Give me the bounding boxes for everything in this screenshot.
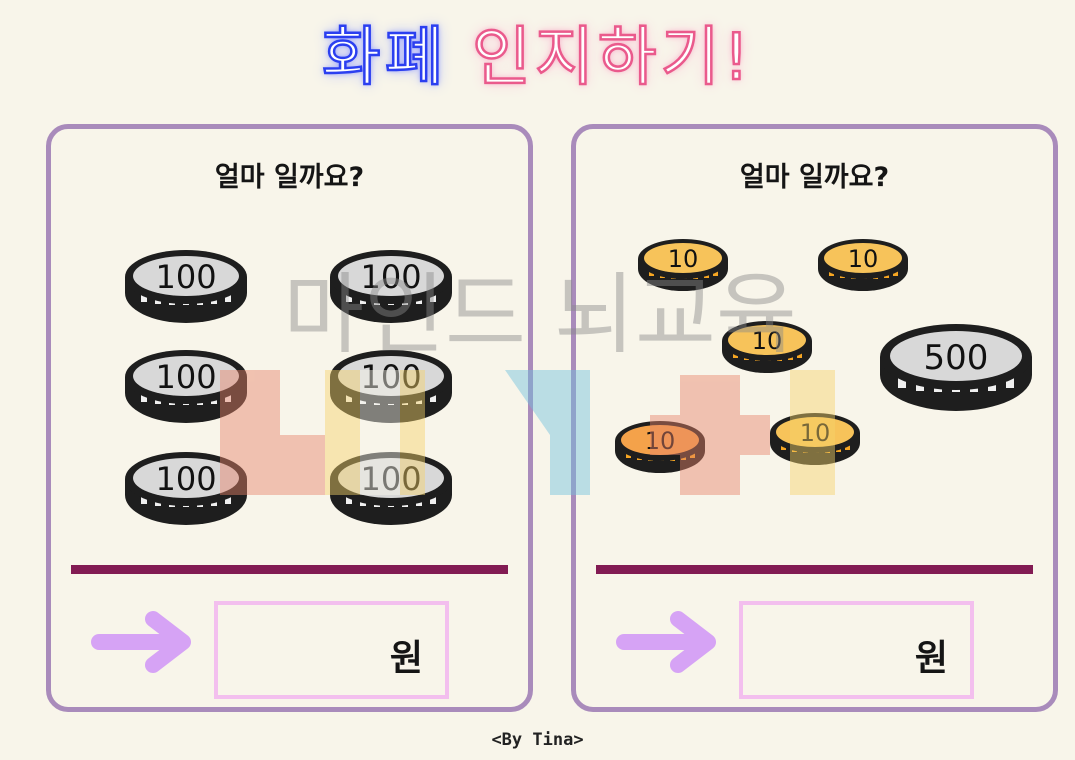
coin-group-right: 10 10 10 — [615, 239, 1032, 473]
coin-10: 10 — [638, 239, 728, 291]
coin-group-left: 100 100 100 — [125, 250, 452, 525]
coin-500: 500 — [880, 324, 1032, 411]
coin-100: 100 — [125, 250, 247, 323]
question-card-left: 얼마 일까요? 100 10 — [46, 124, 533, 712]
answer-input-box[interactable]: 원 — [739, 601, 974, 699]
divider-line — [71, 565, 508, 574]
coin-label: 10 — [645, 427, 676, 455]
title-part-currency: 화폐 — [321, 20, 448, 97]
question-text: 얼마 일까요? — [739, 162, 890, 193]
coin-label: 10 — [668, 245, 699, 273]
unit-won-label: 원 — [914, 638, 948, 679]
question-card-right: 얼마 일까요? 10 10 — [571, 124, 1058, 712]
question-text: 얼마 일까요? — [214, 162, 365, 193]
coin-label: 10 — [752, 327, 783, 355]
coin-100: 100 — [330, 250, 452, 323]
unit-won-label: 원 — [389, 638, 423, 679]
coin-label: 10 — [848, 245, 879, 273]
arrow-right-icon — [91, 611, 191, 673]
coin-label: 100 — [155, 258, 216, 296]
coin-100: 100 — [125, 350, 247, 423]
coin-100: 100 — [330, 350, 452, 423]
coin-label: 100 — [360, 460, 421, 498]
divider-line — [596, 565, 1033, 574]
coin-label: 100 — [360, 358, 421, 396]
arrow-right-icon — [616, 611, 716, 673]
coin-10: 10 — [722, 321, 812, 373]
coin-100: 100 — [330, 452, 452, 525]
coin-10: 10 — [770, 413, 860, 465]
author-credit: <By Tina> — [491, 730, 584, 750]
coin-label: 100 — [360, 258, 421, 296]
coin-100: 100 — [125, 452, 247, 525]
coin-10: 10 — [615, 421, 705, 473]
title-part-recognize: 인지하기! — [471, 20, 754, 97]
coin-label: 100 — [155, 358, 216, 396]
answer-input-box[interactable]: 원 — [214, 601, 449, 699]
coin-label: 500 — [924, 338, 989, 378]
coin-label: 100 — [155, 460, 216, 498]
coin-label: 10 — [800, 419, 831, 447]
coin-10: 10 — [818, 239, 908, 291]
page-title: 화폐 인지하기! — [0, 8, 1075, 108]
